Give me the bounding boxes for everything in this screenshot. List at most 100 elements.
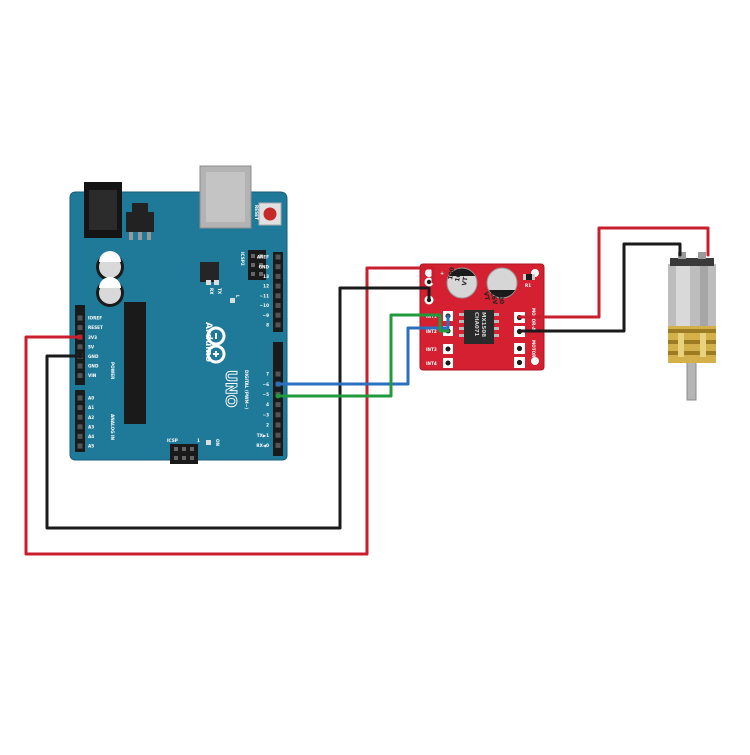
analog-pin-label: A3 <box>88 424 94 429</box>
dc-gear-motor <box>668 252 716 401</box>
digital-top-pin-label: ~9 <box>263 313 270 318</box>
power-pin-label: VIN <box>88 373 97 378</box>
power-pin-1[interactable] <box>77 325 83 331</box>
analog-pin-5[interactable] <box>77 443 83 449</box>
on-led <box>206 440 211 445</box>
analog-pin-label: A0 <box>88 396 94 401</box>
analog-pin-1[interactable] <box>77 405 83 411</box>
digital-top-pin-label: 8 <box>266 323 269 328</box>
digital-bottom-pin-label: ~6 <box>263 382 270 387</box>
power-pin-label: IOREF <box>88 316 102 321</box>
cap1-line-2: 16V <box>454 268 463 282</box>
power-pin-label: GND <box>88 354 99 359</box>
driver-chip <box>459 310 499 344</box>
input-pin-int4[interactable] <box>443 358 453 368</box>
power-pin-label: 5V <box>88 344 95 349</box>
motor-b-label: MOTOR-B <box>531 340 536 362</box>
cap1-line-3: VT <box>461 276 470 287</box>
digital-bottom-pin-label: ~5 <box>263 392 270 397</box>
wires <box>24 226 710 556</box>
analog-pin-label: A1 <box>88 405 94 410</box>
digital-header <box>273 252 283 456</box>
analog-pin-0[interactable] <box>77 395 83 401</box>
motor-driver-board: + - 100 16V VT 100 16V VT R1 <box>419 263 545 371</box>
digital-bottom-pin-label: 2 <box>266 423 269 428</box>
digital-top-pin-0[interactable] <box>275 254 281 260</box>
rx-led <box>206 280 211 285</box>
reset-label: RESET <box>254 205 259 220</box>
brand-label: Arduino <box>203 322 213 362</box>
reset-button[interactable] <box>258 202 282 226</box>
digital-bottom-pin-0[interactable] <box>275 371 281 377</box>
digital-bottom-pin-5[interactable] <box>275 422 281 428</box>
l-led <box>230 298 235 303</box>
l-label: L <box>235 295 240 298</box>
digital-top-pin-2[interactable] <box>275 273 281 279</box>
tx-led <box>214 280 219 285</box>
power-pin-label: 3V3 <box>88 335 97 340</box>
int3-label: INT3 <box>426 347 437 352</box>
power-pin-label: GND <box>88 364 99 369</box>
tx-label: TX <box>217 288 222 295</box>
power-pin-5[interactable] <box>77 363 83 369</box>
digital-top-pin-6[interactable] <box>275 312 281 318</box>
digital-header-label: DIGITAL (PWM~) <box>244 370 249 409</box>
power-terminal-plus[interactable] <box>424 277 434 287</box>
digital-bottom-pin-label: TX▶1 <box>257 433 269 438</box>
input-pin-int3[interactable] <box>443 344 453 354</box>
digital-top-pin-5[interactable] <box>275 303 281 308</box>
motor-body <box>668 264 716 326</box>
icsp-label: ICSP <box>167 438 178 443</box>
digital-top-pin-label: ~11 <box>260 293 269 298</box>
power-pin-0[interactable] <box>77 315 83 321</box>
cap2-line-1: 100 <box>496 291 505 305</box>
analog-pin-4[interactable] <box>77 433 83 439</box>
analog-header <box>75 390 85 452</box>
digital-top-pin-1[interactable] <box>275 264 281 270</box>
power-header-label: POWER <box>110 362 115 380</box>
icsp-header <box>170 444 198 464</box>
arduino-logo-icon <box>206 326 226 364</box>
motor-shaft <box>686 361 697 401</box>
digital-bottom-pin-4[interactable] <box>275 412 281 418</box>
power-pin-3[interactable] <box>77 344 83 350</box>
analog-pin-label: A4 <box>88 434 94 439</box>
wire-5v-to-driver-plus <box>24 266 435 556</box>
icsp2-label: ICSP2 <box>240 252 245 266</box>
digital-bottom-pin-3[interactable] <box>275 402 281 408</box>
digital-bottom-pin-7[interactable] <box>275 442 281 448</box>
power-pin-label: RESET <box>88 325 103 330</box>
rx-label: RX <box>209 288 214 295</box>
digital-bottom-pin-label: ~3 <box>263 412 270 417</box>
voltage-regulator <box>126 212 154 232</box>
int4-label: INT4 <box>426 361 437 366</box>
usb-chip <box>200 262 219 282</box>
int2-label: INT2 <box>426 329 437 334</box>
power-pin-6[interactable] <box>77 373 83 379</box>
motor-endcap <box>670 258 714 266</box>
motor-b-terminal-2[interactable] <box>514 357 525 368</box>
analog-pin-2[interactable] <box>77 414 83 420</box>
wire-gnd-to-driver-minus <box>45 286 431 530</box>
wire-motor-a-red <box>517 226 710 319</box>
analog-pin-label: A2 <box>88 415 94 420</box>
cap2-line-3: VT <box>482 291 491 302</box>
motor-b-terminal-1[interactable] <box>514 343 525 354</box>
driver-capacitor-1 <box>446 267 478 299</box>
resistor-label: R1 <box>525 283 531 288</box>
digital-top-pin-3[interactable] <box>275 283 281 289</box>
digital-top-pin-4[interactable] <box>275 293 281 299</box>
digital-top-pin-label: 13 <box>263 274 269 279</box>
wire-pin6-to-int1 <box>276 314 450 386</box>
digital-bottom-pin-6[interactable] <box>275 432 281 438</box>
wire-motor-a-black <box>517 242 682 333</box>
motor-a-label: MOTOR-A <box>531 308 536 331</box>
analog-header-label: ANALOG IN <box>110 414 115 441</box>
wire-pin5-to-int2 <box>276 313 450 398</box>
chip-line-1: MX1508 <box>480 312 486 337</box>
analog-pin-3[interactable] <box>77 424 83 430</box>
digital-top-pin-7[interactable] <box>275 322 281 328</box>
digital-top-pin-label: AREF <box>257 255 269 260</box>
model-label: UNO <box>222 370 240 408</box>
